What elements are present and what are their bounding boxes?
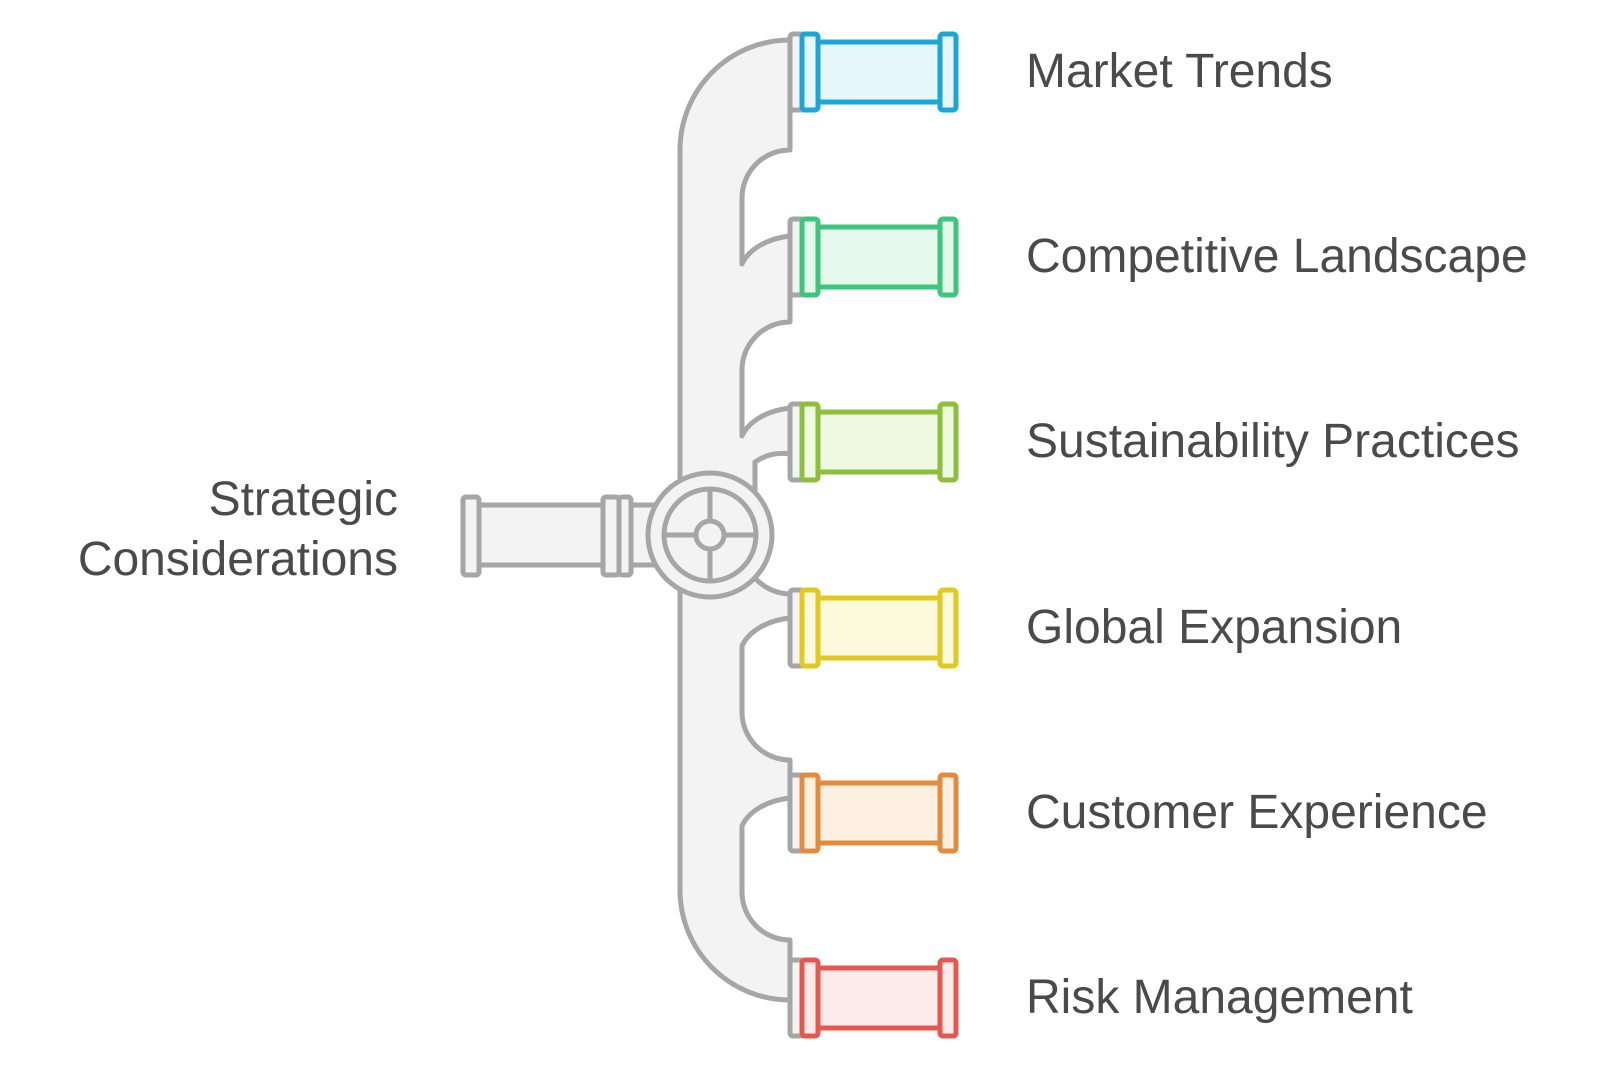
branch-body [815, 224, 945, 290]
branch-body [815, 965, 945, 1031]
branch-pipe-3 [787, 587, 959, 669]
branch-label-customer-experience: Customer Experience [1026, 786, 1488, 839]
branch-label-sustainability-practices: Sustainability Practices [1026, 415, 1520, 468]
branch-flange-left [799, 216, 821, 298]
branch-label-competitive-landscape: Competitive Landscape [1026, 230, 1528, 283]
branch-pipe-4 [787, 772, 959, 854]
branch-flange-right [937, 957, 959, 1039]
branch-pipe-5 [787, 957, 959, 1039]
branch-flange-left [799, 587, 821, 669]
branch-body [815, 780, 945, 846]
branch-body [815, 39, 945, 105]
branch-pipe-1 [787, 216, 959, 298]
branch-pipe-2 [787, 401, 959, 483]
source-label-line-2: Considerations [77, 533, 398, 586]
branch-label-global-expansion: Global Expansion [1026, 601, 1403, 654]
branch-body [815, 595, 945, 661]
input-pipe [460, 494, 660, 578]
branch-body [815, 409, 945, 475]
branch-flange-left [799, 31, 821, 113]
branch-flange-left [799, 401, 821, 483]
branch-flange-right [937, 772, 959, 854]
branch-label-risk-management: Risk Management [1026, 971, 1413, 1024]
valve-hub [645, 470, 775, 600]
branch-pipe-0 [787, 31, 959, 113]
source-label: Strategic Considerations [20, 470, 398, 590]
branch-flange-left [799, 772, 821, 854]
branch-flange-right [937, 216, 959, 298]
branch-flange-right [937, 587, 959, 669]
branch-label-market-trends: Market Trends [1026, 45, 1333, 98]
branch-flange-left [799, 957, 821, 1039]
branch-pipes [787, 31, 959, 1039]
source-label-line-1: Strategic [208, 473, 398, 526]
branch-flange-right [937, 401, 959, 483]
branch-flange-right [937, 31, 959, 113]
